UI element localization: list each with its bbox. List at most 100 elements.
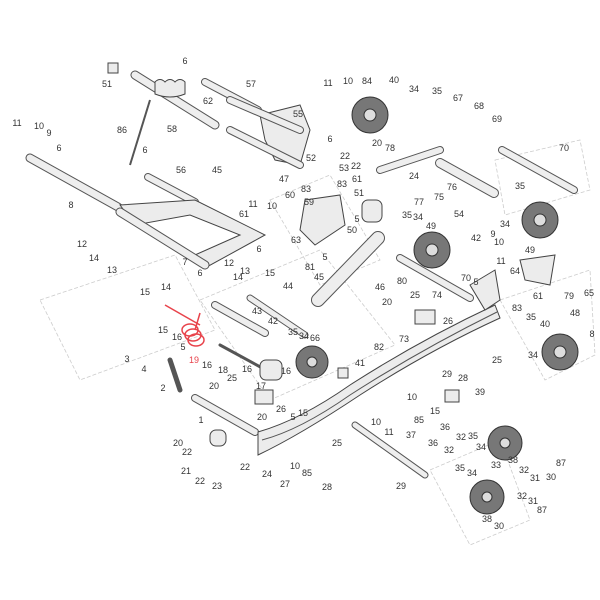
part-label-17[interactable]: 17 [256,381,266,391]
part-label-83[interactable]: 83 [337,179,347,189]
part-label-25[interactable]: 25 [410,290,420,300]
part-label-34[interactable]: 34 [409,84,419,94]
part-label-40[interactable]: 40 [389,75,399,85]
part-label-69[interactable]: 69 [492,114,502,124]
part-label-38[interactable]: 38 [482,514,492,524]
part-label-11[interactable]: 11 [496,256,505,266]
part-label-42[interactable]: 42 [471,233,481,243]
part-label-22[interactable]: 22 [351,161,361,171]
part-label-16[interactable]: 16 [242,364,252,374]
part-label-79[interactable]: 79 [564,291,574,301]
part-label-81[interactable]: 81 [305,262,315,272]
part-label-31[interactable]: 31 [528,496,538,506]
part-label-48[interactable]: 48 [570,308,580,318]
part-label-63[interactable]: 63 [291,235,301,245]
part-label-83[interactable]: 83 [301,184,311,194]
part-label-35[interactable]: 35 [515,181,525,191]
part-label-41[interactable]: 41 [355,358,365,368]
part-label-5[interactable]: 5 [290,412,295,422]
part-label-73[interactable]: 73 [399,334,409,344]
part-label-6[interactable]: 6 [327,134,332,144]
part-label-33[interactable]: 33 [491,460,501,470]
part-label-29[interactable]: 29 [396,481,406,491]
part-label-51[interactable]: 51 [102,79,112,89]
part-label-44[interactable]: 44 [283,281,293,291]
part-label-59[interactable]: 59 [304,197,314,207]
part-label-87[interactable]: 87 [556,458,566,468]
part-label-15[interactable]: 15 [298,408,308,418]
part-label-29[interactable]: 29 [442,369,452,379]
part-label-16[interactable]: 16 [281,366,291,376]
part-label-11[interactable]: 11 [12,118,21,128]
part-label-5[interactable]: 5 [473,277,478,287]
part-label-62[interactable]: 62 [203,96,213,106]
part-label-15[interactable]: 15 [265,268,275,278]
part-label-84[interactable]: 84 [362,76,372,86]
part-label-7[interactable]: 7 [182,257,187,267]
part-label-6[interactable]: 6 [256,244,261,254]
part-label-27[interactable]: 27 [280,479,290,489]
part-label-34[interactable]: 34 [528,350,538,360]
part-label-25[interactable]: 25 [492,355,502,365]
part-label-28[interactable]: 28 [458,373,468,383]
part-label-78[interactable]: 78 [385,143,395,153]
part-label-60[interactable]: 60 [285,190,295,200]
part-label-5[interactable]: 5 [354,214,359,224]
part-label-77[interactable]: 77 [414,197,424,207]
part-label-26[interactable]: 26 [443,316,453,326]
part-label-15[interactable]: 15 [430,406,440,416]
part-label-23[interactable]: 23 [212,481,222,491]
part-label-3[interactable]: 3 [124,354,129,364]
part-label-67[interactable]: 67 [453,93,463,103]
part-label-46[interactable]: 46 [375,282,385,292]
part-label-14[interactable]: 14 [89,253,99,263]
part-label-34[interactable]: 34 [413,212,423,222]
part-label-24[interactable]: 24 [409,171,419,181]
part-label-32[interactable]: 32 [444,445,454,455]
part-label-20[interactable]: 20 [382,297,392,307]
part-label-49[interactable]: 49 [525,245,535,255]
part-label-35[interactable]: 35 [455,463,465,473]
part-label-6[interactable]: 6 [142,145,147,155]
part-label-11[interactable]: 11 [248,199,257,209]
part-label-11[interactable]: 11 [384,427,393,437]
part-label-65[interactable]: 65 [584,288,594,298]
part-label-8[interactable]: 8 [589,329,594,339]
part-label-36[interactable]: 36 [440,422,450,432]
part-label-53[interactable]: 53 [339,163,349,173]
part-label-26[interactable]: 26 [276,404,286,414]
part-label-15[interactable]: 15 [140,287,150,297]
part-label-70[interactable]: 70 [461,273,471,283]
part-label-35[interactable]: 35 [402,210,412,220]
part-label-35[interactable]: 35 [432,86,442,96]
part-label-15[interactable]: 15 [158,325,168,335]
part-label-38[interactable]: 38 [508,455,518,465]
part-label-12[interactable]: 12 [77,239,87,249]
part-label-35[interactable]: 35 [526,312,536,322]
part-label-5[interactable]: 5 [180,342,185,352]
part-label-11[interactable]: 11 [323,78,332,88]
part-label-85[interactable]: 85 [414,415,424,425]
part-label-4[interactable]: 4 [141,364,146,374]
part-label-68[interactable]: 68 [474,101,484,111]
part-label-14[interactable]: 14 [161,282,171,292]
part-label-86[interactable]: 86 [117,125,127,135]
part-label-85[interactable]: 85 [302,468,312,478]
part-label-40[interactable]: 40 [540,319,550,329]
part-label-20[interactable]: 20 [209,381,219,391]
part-label-51[interactable]: 51 [354,188,364,198]
part-label-25[interactable]: 25 [227,373,237,383]
part-label-10[interactable]: 10 [34,121,44,131]
part-label-45[interactable]: 45 [314,272,324,282]
part-label-24[interactable]: 24 [262,469,272,479]
part-label-82[interactable]: 82 [374,342,384,352]
part-label-18[interactable]: 18 [218,365,228,375]
part-label-52[interactable]: 52 [306,153,316,163]
part-label-58[interactable]: 58 [167,124,177,134]
part-label-2[interactable]: 2 [160,383,165,393]
part-label-1[interactable]: 1 [198,415,203,425]
part-label-76[interactable]: 76 [447,182,457,192]
part-label-10[interactable]: 10 [290,461,300,471]
part-label-30[interactable]: 30 [494,521,504,531]
part-label-9[interactable]: 9 [490,229,495,239]
